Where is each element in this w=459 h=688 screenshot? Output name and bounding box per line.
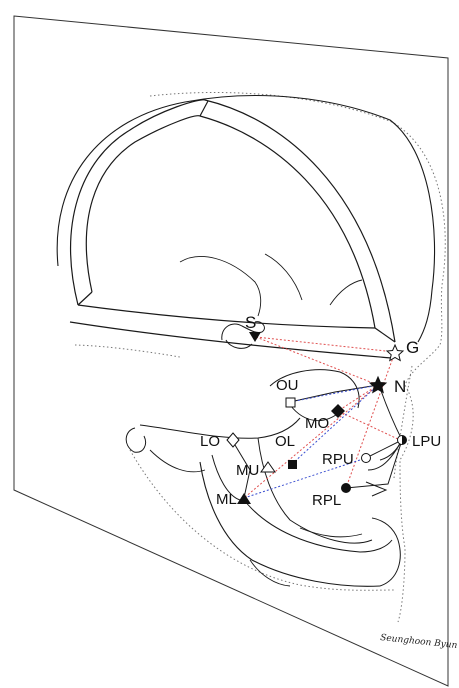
cranium-outline [57,96,434,342]
inner-contour-3 [330,280,362,305]
mastoid-process [150,450,205,472]
landmark-ol-marker [288,460,297,469]
inner-contour-1 [180,256,261,316]
artist-signature: Seunghoon Byun [380,633,458,651]
calvaria-edge [200,101,208,116]
landmark-mu-label: MU [236,462,259,479]
landmark-ml-marker [237,493,251,504]
landmark-rpl-marker [341,483,351,493]
occlusal-contour [300,528,362,537]
landmark-rpu-label: RPU [322,451,354,468]
calvaria-base-left [78,292,92,305]
projection-plane [14,16,448,686]
landmark-lpu-marker [398,436,407,445]
landmark-g-label: G [406,338,419,357]
calvaria-window-outer [71,100,395,342]
landmark-lo-marker [227,433,239,447]
landmark-n-label: N [394,377,406,396]
landmark-s-label: S [245,313,256,332]
ear-outline [126,428,145,452]
occipital-dotted-outline [75,345,180,357]
landmark-mo-marker [331,404,345,418]
landmark-ml-label: ML [216,491,237,508]
palate-line [346,440,402,488]
chin [372,518,400,586]
landmark-ou-label: OU [276,377,299,394]
landmark-lpu-label: LPU [412,433,441,450]
inner-contour-2 [265,254,302,300]
sella-turcica [222,322,265,340]
landmark-ol-label: OL [275,433,295,450]
landmark-mo-label: MO [305,415,329,432]
landmark-s-marker [249,332,261,342]
landmark-lo-label: LO [200,433,220,450]
landmark-rpu-marker [362,454,371,463]
landmark-rpl-label: RPL [312,492,341,509]
mandible-outer [200,462,380,586]
calvaria-window-inner [86,116,375,328]
landmark-ou-marker [286,398,295,407]
